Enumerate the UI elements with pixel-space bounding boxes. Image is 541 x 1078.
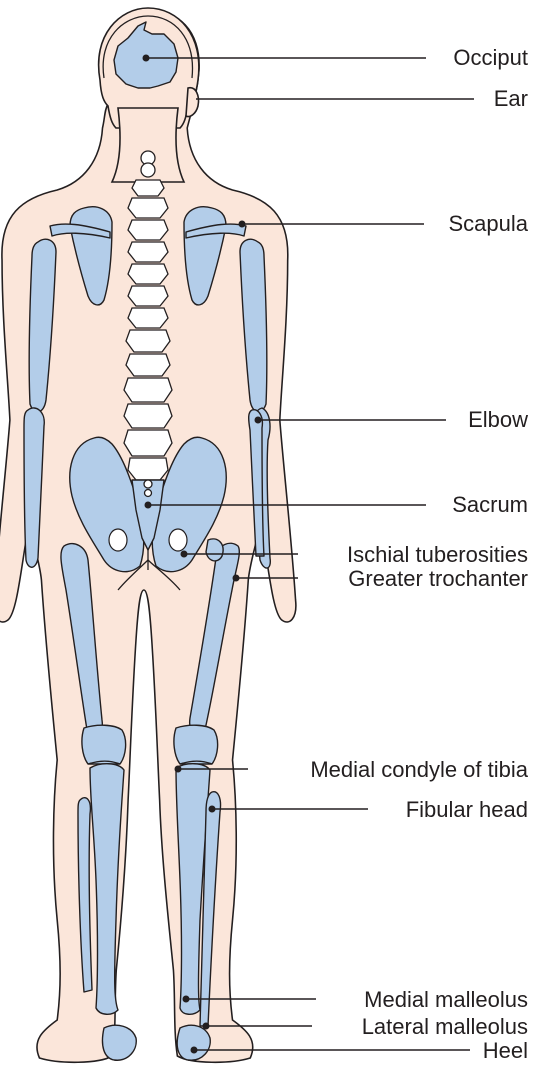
marker-ischial-tuberosities [180,550,188,558]
label-medial-malleolus: Medial malleolus [364,987,528,1012]
left-clavicle [49,223,111,239]
label-scapula: Scapula [448,211,528,236]
marker-elbow [254,416,262,424]
label-elbow: Elbow [468,407,528,432]
label-occiput: Occiput [453,45,528,70]
left-tibia [89,763,125,1015]
label-ear: Ear [494,86,528,111]
right-radius [247,409,265,557]
label-sacrum: Sacrum [452,492,528,517]
marker-medial-condyle-of-tibia [174,765,182,773]
label-lateral-malleolus: Lateral malleolus [362,1014,528,1039]
label-greater-trochanter: Greater trochanter [348,566,528,591]
left-obturator-foramen [108,528,128,552]
marker-sacrum [144,501,152,509]
right-femur-head [205,538,224,562]
left-fibula [77,797,93,993]
leader-lines [142,54,474,1054]
marker-scapula [238,220,246,228]
right-foot [176,1024,211,1061]
left-ulna [23,407,45,568]
right-knee [173,724,219,765]
label-ischial-tuberosities: Ischial tuberosities [347,542,528,567]
marker-greater-trochanter [232,574,240,582]
sacrum-bone [131,479,165,551]
marker-lateral-malleolus [202,1022,210,1030]
label-heel: Heel [483,1038,528,1063]
label-fibular-head: Fibular head [406,797,528,822]
marker-fibular-head [208,805,216,813]
marker-medial-malleolus [182,995,190,1003]
labels: Occiput Ear Scapula Elbow Sacrum Ischial… [310,45,528,1063]
marker-heel [190,1046,198,1054]
right-clavicle [185,223,247,239]
neck [110,107,186,183]
right-obturator-foramen [168,528,188,552]
head-inner-contour [102,15,194,79]
ear-shape [185,86,200,118]
vertebral-column [123,150,173,481]
left-knee [81,724,127,765]
marker-occiput [142,54,150,62]
left-foot [101,1024,137,1061]
label-medial-condyle-of-tibia: Medial condyle of tibia [310,757,528,782]
